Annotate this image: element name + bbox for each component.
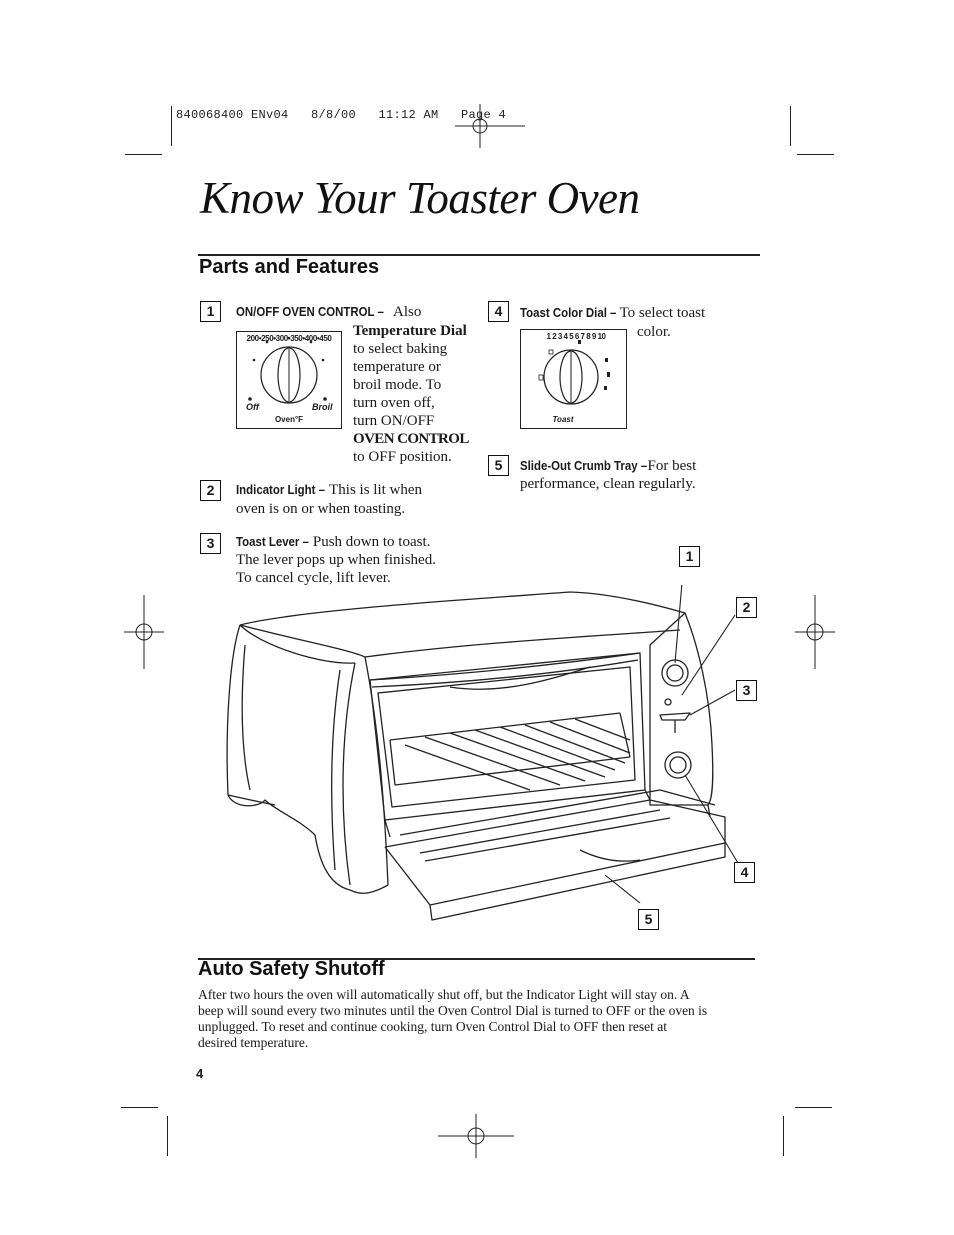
item-number-1: 1	[200, 301, 221, 322]
registration-mark-right	[795, 595, 835, 669]
item-5-desc-first: For best	[647, 458, 697, 474]
toaster-oven-illustration	[226, 585, 739, 921]
item-1-description: Temperature Dial to select baking temper…	[353, 322, 469, 466]
registration-mark-top	[455, 104, 525, 148]
desc-line: broil mode. To	[353, 377, 442, 393]
item-4-label: Toast Color Dial –	[520, 305, 617, 320]
callout-4: 4	[734, 862, 755, 883]
registration-mark-left	[124, 595, 164, 669]
item-3-desc-first: Push down to toast.	[312, 534, 431, 550]
page-title: Know Your Toaster Oven	[200, 173, 640, 223]
registration-mark-bottom	[438, 1114, 514, 1158]
desc-line: temperature or	[353, 359, 441, 375]
toast-dial-illustration: 1 2 3 4 5 6 7 8 9 10 Toast	[520, 329, 627, 429]
desc-line: Temperature Dial	[353, 323, 467, 339]
item-2-label: Indicator Light –	[236, 482, 325, 497]
item-number-2: 2	[200, 480, 221, 501]
toast-dial-scale: 1 2 3 4 5 6 7 8 9 10	[546, 332, 606, 341]
crop-mark	[783, 1116, 784, 1156]
item-1-label: ON/OFF OVEN CONTROL –	[236, 304, 384, 319]
desc-line: to select baking	[353, 341, 448, 357]
item-number-3: 3	[200, 533, 221, 554]
body-line: unplugged. To reset and continue cooking…	[198, 1019, 667, 1034]
item-5-label: Slide-Out Crumb Tray –	[520, 458, 648, 473]
item-3-desc-line: To cancel cycle, lift lever.	[236, 570, 391, 586]
oven-dial-icon	[248, 336, 327, 404]
item-4-desc-line: color.	[637, 324, 671, 340]
oven-dial-caption: Oven°F	[274, 415, 304, 424]
crop-mark	[171, 106, 172, 146]
item-2-desc-first: This is lit when	[329, 482, 423, 498]
page-number: 4	[196, 1066, 204, 1081]
item-3-label: Toast Lever –	[236, 534, 309, 549]
item-3-title: Toast Lever –Push down to toast.	[236, 533, 436, 551]
callout-1: 1	[679, 546, 700, 567]
desc-line: turn oven off,	[353, 395, 435, 411]
section-rule	[198, 254, 760, 256]
oven-dial-off-label: Off	[246, 402, 259, 412]
item-4-desc-first: To select toast	[619, 305, 706, 321]
crop-mark	[121, 1107, 158, 1108]
callout-2: 2	[736, 597, 757, 618]
item-5-title: Slide-Out Crumb Tray –For best	[520, 457, 713, 475]
auto-shutoff-body: After two hours the oven will automatica…	[198, 987, 768, 1051]
item-4-title: Toast Color Dial –To select toast	[520, 304, 715, 322]
item-2-title: Indicator Light – This is lit when	[236, 481, 430, 499]
item-number-5: 5	[488, 455, 509, 476]
oven-dial-scale: 200•250•300•350•400•450	[246, 334, 332, 343]
callout-3: 3	[736, 680, 757, 701]
toast-dial-icon	[538, 340, 610, 405]
oven-dial-illustration: 200•250•300•350•400•450 Off Broil Oven°F	[236, 331, 342, 429]
crop-mark	[797, 154, 834, 155]
crop-mark	[167, 1116, 168, 1156]
parts-heading: Parts and Features	[199, 256, 380, 278]
item-1-lead: Also	[390, 304, 422, 320]
crop-mark	[790, 106, 791, 146]
desc-line: to OFF position.	[353, 449, 452, 465]
crop-mark	[125, 154, 162, 155]
auto-shutoff-heading: Auto Safety Shutoff	[198, 958, 385, 980]
item-1-title: ON/OFF OVEN CONTROL – Also	[236, 303, 435, 321]
desc-line: turn ON/OFF	[353, 413, 435, 429]
item-number-4: 4	[488, 301, 509, 322]
print-slug: 840068400 ENv04 8/8/00 11:12 AM Page 4	[176, 108, 507, 122]
section-rule	[198, 958, 755, 960]
body-line: desired temperature.	[198, 1035, 309, 1050]
toast-dial-caption: Toast	[552, 415, 574, 424]
callout-5: 5	[638, 909, 659, 930]
item-5-desc-line: performance, clean regularly.	[520, 476, 696, 492]
body-line: beep will sound every two minutes until …	[198, 1003, 708, 1018]
oven-dial-broil-label: Broil	[312, 402, 333, 412]
crop-mark	[795, 1107, 832, 1108]
desc-line: OVEN CONTROL	[353, 431, 469, 447]
item-2-desc-line: oven is on or when toasting.	[236, 501, 406, 517]
item-3-desc-line: The lever pops up when finished.	[236, 552, 436, 568]
body-line: After two hours the oven will automatica…	[198, 987, 690, 1002]
